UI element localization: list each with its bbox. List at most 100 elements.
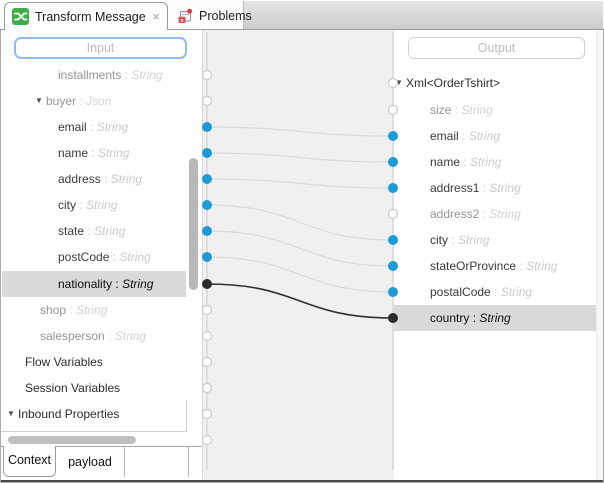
mapping-wire-state[interactable] (206, 230, 394, 267)
output-row-stateorprovince[interactable]: stateOrProvince : String (394, 253, 596, 279)
input-row-session-variables[interactable]: Session Variables (2, 375, 186, 401)
output-row-postalcode[interactable]: postalCode : String (394, 279, 596, 305)
output-port-blue[interactable] (388, 183, 398, 193)
tab-problems[interactable]: x Problems (168, 2, 252, 29)
input-port-blue[interactable] (202, 174, 212, 184)
mapping-wire-nationality[interactable] (206, 283, 394, 319)
input-port-hollow[interactable] (201, 95, 213, 107)
output-port-blue[interactable] (388, 131, 398, 141)
field-type: : String (448, 233, 490, 247)
field-label: buyer (46, 94, 77, 108)
field-label: installments (58, 68, 122, 82)
expander-triangle-icon[interactable]: ▼ (35, 96, 43, 105)
input-list-border (1, 431, 187, 432)
input-row-postcode[interactable]: postCode : String (2, 244, 186, 270)
field-label: postalCode (430, 285, 491, 299)
output-port-blue[interactable] (388, 235, 398, 245)
input-row-shop[interactable]: shop : String (2, 297, 186, 323)
field-label: postCode (58, 250, 110, 264)
field-label: address2 (430, 207, 480, 221)
field-type: : String (86, 120, 129, 134)
input-row-name[interactable]: name : String (2, 140, 186, 166)
input-port-hollow[interactable] (201, 356, 213, 368)
output-port-blue[interactable] (388, 157, 398, 167)
mapping-wire-postCode[interactable] (206, 256, 394, 293)
field-label: Session Variables (25, 381, 121, 395)
input-port-blue[interactable] (202, 226, 212, 236)
mapping-wire-email[interactable] (206, 126, 394, 137)
input-port-blue[interactable] (202, 200, 212, 210)
input-row-buyer[interactable]: ▼buyer : Json (2, 88, 186, 114)
input-port-hollow[interactable] (201, 434, 213, 446)
output-row-email[interactable]: email : String (394, 123, 596, 149)
bottom-tab-border (1, 446, 202, 447)
mapping-wire-name[interactable] (206, 152, 394, 163)
input-port-hollow[interactable] (201, 408, 213, 420)
input-row-city[interactable]: city : String (2, 192, 186, 218)
output-row-country[interactable]: country : String (394, 305, 596, 331)
mapping-wire-address[interactable] (206, 178, 394, 189)
input-port-hollow[interactable] (201, 382, 213, 394)
input-row-state[interactable]: state : String (2, 218, 186, 244)
close-icon[interactable]: × (152, 9, 160, 24)
field-type: : String (458, 129, 501, 143)
expander-triangle-icon[interactable]: ▼ (7, 409, 15, 418)
input-row-salesperson[interactable]: salesperson : String (2, 323, 186, 349)
output-port-black[interactable] (388, 313, 398, 323)
output-row-xml-ordertshirt-[interactable]: ▼Xml<OrderTshirt> (394, 70, 596, 96)
input-vertical-scrollbar[interactable] (189, 158, 198, 290)
field-type: : String (84, 224, 126, 238)
tab-transform-message[interactable]: Transform Message × (4, 2, 168, 30)
tab-label: Problems (199, 8, 252, 23)
input-port-blue[interactable] (202, 252, 212, 262)
input-port-hollow[interactable] (201, 304, 213, 316)
field-type: : String (104, 329, 147, 343)
output-search-field[interactable] (408, 37, 585, 59)
output-port-blue[interactable] (388, 287, 398, 297)
output-port-blue[interactable] (388, 261, 398, 271)
mapping-wire-city[interactable] (206, 204, 394, 241)
output-row-address1[interactable]: address1 : String (394, 175, 596, 201)
input-row-address[interactable]: address : String (2, 166, 186, 192)
bottom-tab-separator (188, 446, 189, 477)
input-port-black[interactable] (202, 279, 212, 289)
field-type: : String (479, 207, 521, 221)
input-port-hollow[interactable] (201, 330, 213, 342)
output-row-name[interactable]: name : String (394, 149, 596, 175)
input-port-hollow[interactable] (201, 69, 213, 81)
field-label: city (58, 198, 76, 212)
input-row-email[interactable]: email : String (2, 114, 186, 140)
problems-icon: x (177, 8, 193, 24)
field-label: size (430, 103, 452, 117)
field-label: Xml<OrderTshirt> (406, 76, 501, 90)
field-label: name (58, 146, 89, 160)
output-port-hollow[interactable] (387, 77, 399, 89)
output-port-hollow[interactable] (387, 104, 399, 116)
input-horizontal-scrollbar[interactable] (8, 436, 136, 444)
field-label: Flow Variables (25, 355, 103, 369)
field-type: : String (100, 172, 143, 186)
input-port-blue[interactable] (202, 122, 212, 132)
input-row-inbound-properties[interactable]: ▼Inbound Properties (2, 401, 186, 427)
tab-context[interactable]: Context (3, 446, 56, 477)
field-type: : String (469, 311, 511, 325)
output-scrollbar-track[interactable] (596, 30, 603, 480)
input-search-field[interactable] (14, 37, 187, 59)
output-row-city[interactable]: city : String (394, 227, 596, 253)
input-port-blue[interactable] (202, 148, 212, 158)
field-label: country (430, 311, 470, 325)
output-port-hollow[interactable] (387, 208, 399, 220)
input-row-nationality[interactable]: nationality : String (2, 271, 186, 297)
bottom-tab-separator (124, 446, 125, 477)
output-row-size[interactable]: size : String (394, 97, 596, 123)
field-type: : String (451, 103, 493, 117)
field-type: : String (460, 155, 502, 169)
input-row-flow-variables[interactable]: Flow Variables (2, 349, 186, 375)
field-label: address1 (430, 181, 480, 195)
tab-strip-filler (243, 1, 603, 29)
expander-triangle-icon[interactable]: ▼ (395, 78, 403, 87)
field-type: : String (112, 277, 154, 291)
tab-payload[interactable]: payload (68, 455, 112, 469)
input-row-installments[interactable]: installments : String (2, 62, 186, 88)
output-row-address2[interactable]: address2 : String (394, 201, 596, 227)
